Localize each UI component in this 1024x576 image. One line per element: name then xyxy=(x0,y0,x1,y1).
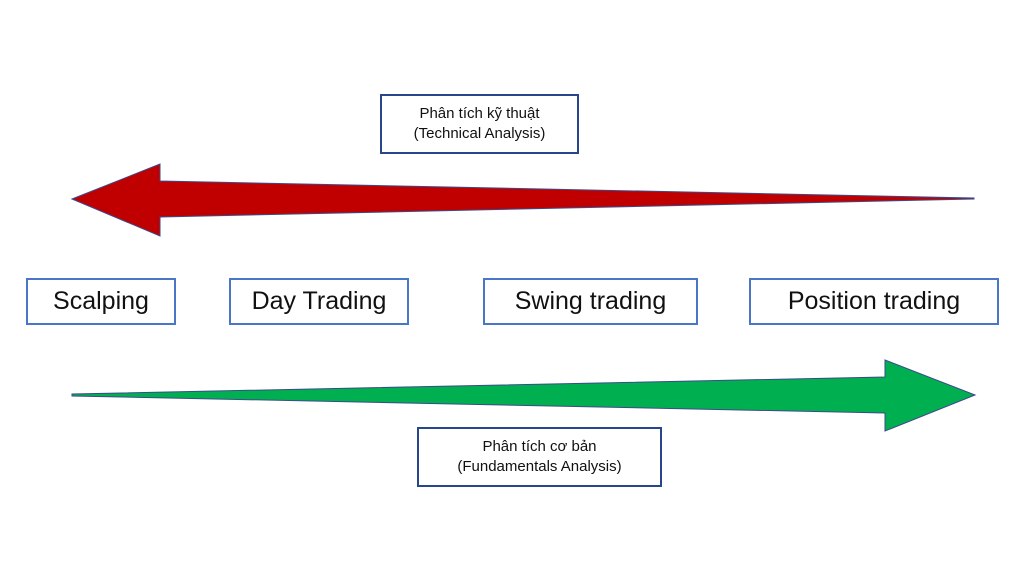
technical-arrow-left-icon xyxy=(70,163,975,237)
swing-trading-label: Swing trading xyxy=(514,286,667,315)
scalping-label: Scalping xyxy=(53,286,149,315)
scalping-box: Scalping xyxy=(26,278,176,325)
technical-analysis-box: Phân tích kỹ thuật (Technical Analysis) xyxy=(380,94,579,154)
technical-analysis-title: Phân tích kỹ thuật xyxy=(419,104,540,122)
fundamental-analysis-title: Phân tích cơ bản xyxy=(482,437,597,455)
fundamental-analysis-box: Phân tích cơ bản (Fundamentals Analysis) xyxy=(417,427,662,487)
day-trading-label: Day Trading xyxy=(251,286,387,315)
position-trading-box: Position trading xyxy=(749,278,999,325)
fundamental-arrow-right-icon xyxy=(71,359,977,432)
swing-trading-box: Swing trading xyxy=(483,278,698,325)
technical-analysis-subtitle: (Technical Analysis) xyxy=(413,125,546,142)
position-trading-label: Position trading xyxy=(787,286,961,315)
fundamental-analysis-subtitle: (Fundamentals Analysis) xyxy=(457,458,622,475)
day-trading-box: Day Trading xyxy=(229,278,409,325)
